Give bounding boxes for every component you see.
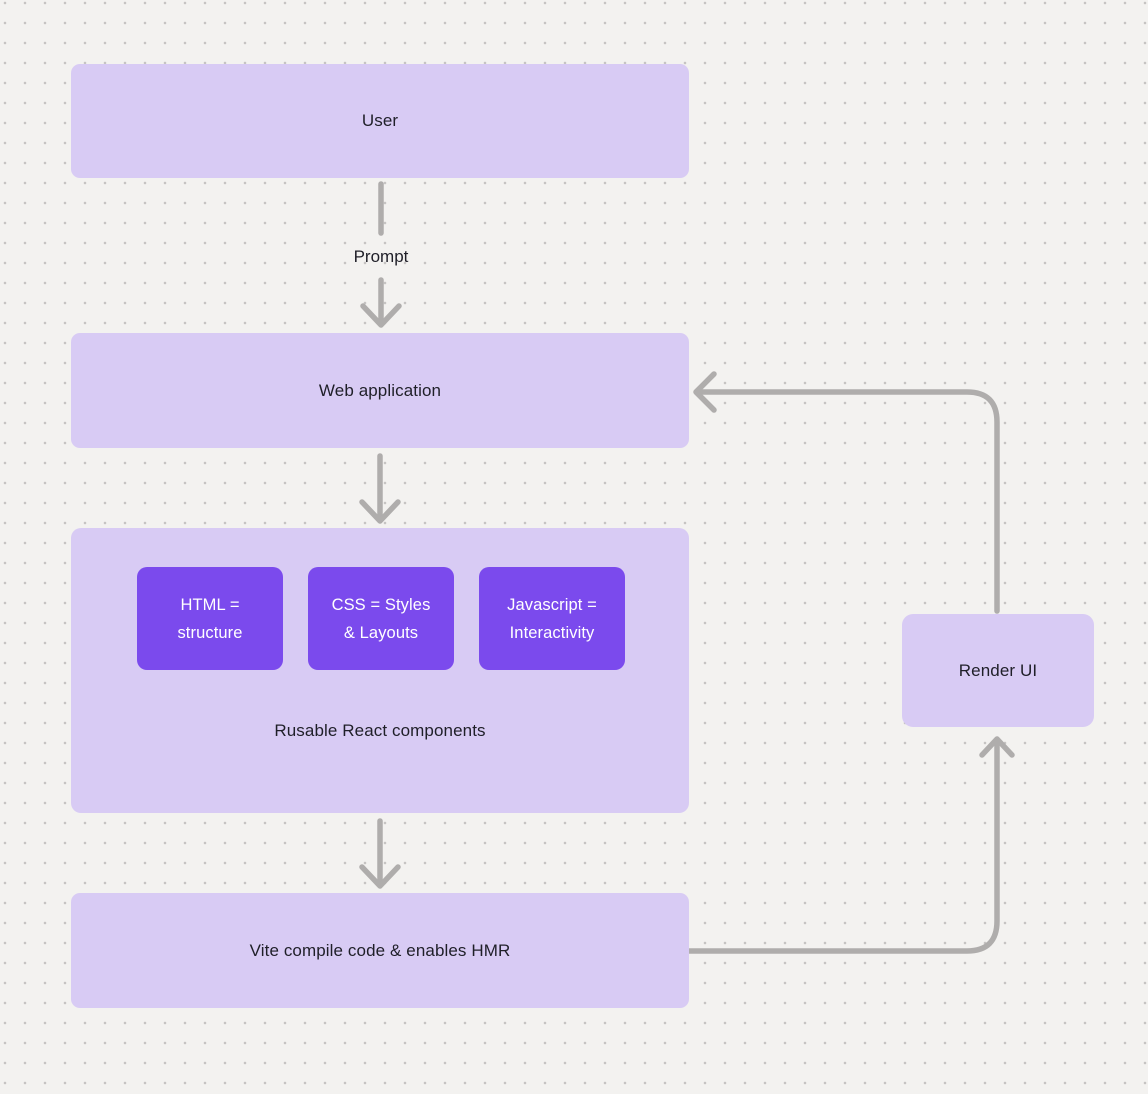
node-vite-label: Vite compile code & enables HMR xyxy=(249,940,511,960)
prompt-text: Prompt xyxy=(353,247,409,266)
edge-label-prompt: Prompt xyxy=(331,244,431,270)
group-react-components: HTML = structure CSS = Styles & Layouts … xyxy=(71,528,689,813)
node-render-ui-label: Render UI xyxy=(958,660,1038,680)
edge-vite-to-render xyxy=(686,736,1015,954)
node-web-application-label: Web application xyxy=(318,380,442,400)
group-label: Rusable React components xyxy=(71,718,689,744)
node-user: User xyxy=(71,64,689,178)
chip-css-line2: & Layouts xyxy=(343,623,419,642)
chip-css: CSS = Styles & Layouts xyxy=(308,567,454,670)
arrow-down-icon xyxy=(359,864,401,889)
node-web-application: Web application xyxy=(71,333,689,448)
edge-web-to-group xyxy=(359,453,401,524)
chip-javascript-line2: Interactivity xyxy=(509,623,595,642)
edge-render-to-web xyxy=(693,371,1000,614)
chip-html: HTML = structure xyxy=(137,567,283,670)
chip-html-line1: HTML = xyxy=(180,595,240,614)
node-user-label: User xyxy=(361,111,399,130)
chip-javascript-line1: Javascript = xyxy=(507,595,597,614)
chip-html-line2: structure xyxy=(177,623,243,642)
chip-css-line1: CSS = Styles xyxy=(331,595,431,614)
group-label-text: Rusable React components xyxy=(274,721,486,740)
node-render-ui: Render UI xyxy=(902,614,1094,727)
node-vite: Vite compile code & enables HMR xyxy=(71,893,689,1008)
arrow-left-icon xyxy=(693,371,717,413)
arrow-down-icon xyxy=(360,303,402,328)
chip-javascript: Javascript = Interactivity xyxy=(479,567,625,670)
arrow-down-icon xyxy=(359,499,401,524)
edge-group-to-vite xyxy=(359,818,401,889)
arrow-up-icon xyxy=(979,736,1015,758)
